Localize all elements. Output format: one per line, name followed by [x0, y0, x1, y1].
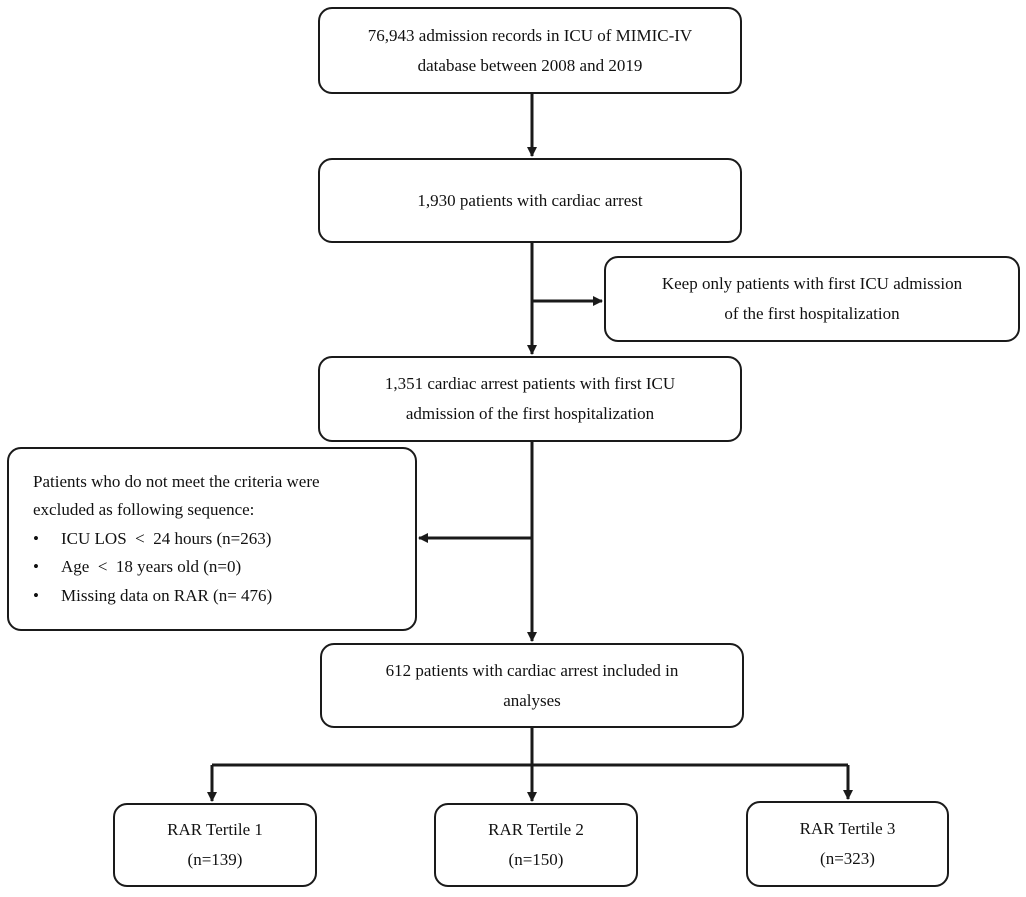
- keep-only-line-1: Keep only patients with first ICU admiss…: [661, 274, 963, 293]
- keep-only-line-2: of the first hospitalization: [724, 304, 900, 323]
- exclusion-item: • Age < 18 years old (n=0): [33, 553, 241, 582]
- keep-only-box: Keep only patients with first ICU admiss…: [604, 256, 1020, 342]
- tertile-3-count: (n=323): [820, 849, 875, 868]
- included-line-1: 612 patients with cardiac arrest include…: [385, 660, 679, 680]
- bullet-icon: •: [33, 528, 39, 548]
- tertile-1-count: (n=139): [187, 850, 243, 869]
- exclusion-item: • Missing data on RAR (n= 476): [33, 582, 272, 611]
- exclusion-item-text: Missing data on RAR (n= 476): [61, 585, 273, 605]
- tertile-3-box: RAR Tertile 3 (n=323): [746, 801, 949, 887]
- excluded-box: Patients who do not meet the criteria we…: [7, 447, 417, 631]
- tertile-2-box: RAR Tertile 2 (n=150): [434, 803, 638, 887]
- excluded-line-1: Patients who do not meet the criteria we…: [33, 471, 320, 491]
- bullet-icon: •: [33, 557, 39, 577]
- cardiac-arrest-box: 1,930 patients with cardiac arrest: [318, 158, 742, 243]
- tertile-3-label: RAR Tertile 3: [799, 819, 896, 838]
- tertile-2-count: (n=150): [508, 850, 564, 869]
- first-icu-box: 1,351 cardiac arrest patients with first…: [318, 356, 742, 442]
- exclusion-item-text: ICU LOS < 24 hours (n=263): [61, 528, 272, 548]
- admissions-line-2: database between 2008 and 2019: [417, 55, 643, 75]
- tertile-1-box: RAR Tertile 1 (n=139): [113, 803, 317, 887]
- bullet-icon: •: [33, 585, 39, 605]
- included-line-2: analyses: [503, 690, 561, 710]
- exclusion-item-text: Age < 18 years old (n=0): [61, 557, 242, 577]
- tertile-2-label: RAR Tertile 2: [488, 820, 584, 839]
- first-icu-line-2: admission of the first hospitalization: [405, 404, 655, 423]
- included-box: 612 patients with cardiac arrest include…: [320, 643, 744, 728]
- cardiac-arrest-text: 1,930 patients with cardiac arrest: [417, 190, 643, 210]
- excluded-line-2: excluded as following sequence:: [33, 500, 255, 520]
- tertile-1-label: RAR Tertile 1: [167, 820, 263, 839]
- first-icu-line-1: 1,351 cardiac arrest patients with first…: [384, 374, 676, 393]
- admissions-box: 76,943 admission records in ICU of MIMIC…: [318, 7, 742, 94]
- admissions-line-1: 76,943 admission records in ICU of MIMIC…: [367, 25, 693, 45]
- exclusion-item: • ICU LOS < 24 hours (n=263): [33, 525, 271, 554]
